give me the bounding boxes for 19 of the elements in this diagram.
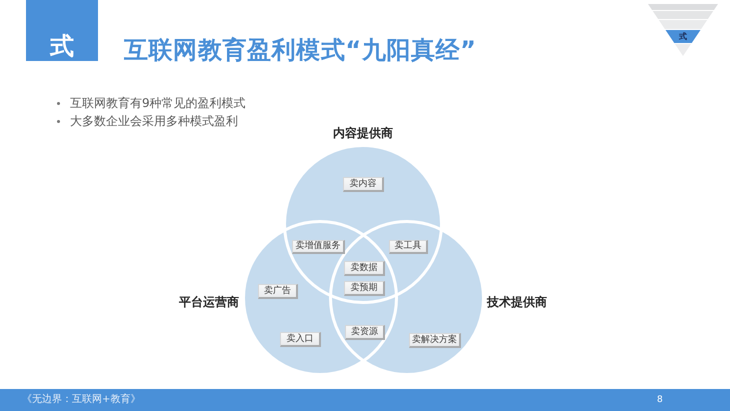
text-box: 卖入口 <box>280 332 321 347</box>
section-tab: 式 <box>26 0 98 61</box>
footer-text: 《无边界：互联网+教育》 <box>22 394 140 406</box>
text-box: 卖解决方案 <box>409 333 461 348</box>
group-heading: 技术提供商 <box>487 294 547 310</box>
text-box: 卖广告 <box>258 284 298 299</box>
slide-title: 互联网教育盈利模式“九阳真经” <box>124 36 477 64</box>
group-heading: 内容提供商 <box>332 125 394 141</box>
text-box: 卖内容 <box>343 177 384 192</box>
group-heading: 平台运营商 <box>179 294 239 310</box>
bullet-text: 大多数企业会采用多种模式盈利 <box>70 113 238 129</box>
text-box: 卖预期 <box>344 281 385 296</box>
text-box: 卖增值服务 <box>292 240 345 254</box>
text-box: 卖工具 <box>389 240 428 254</box>
section-label: 式 <box>678 30 688 42</box>
bullet-text: 互联网教育有9种常见的盈利模式 <box>70 95 246 111</box>
page-number: 8 <box>657 395 663 406</box>
text-box: 卖资源 <box>345 325 385 340</box>
text-box: 卖数据 <box>344 261 385 276</box>
